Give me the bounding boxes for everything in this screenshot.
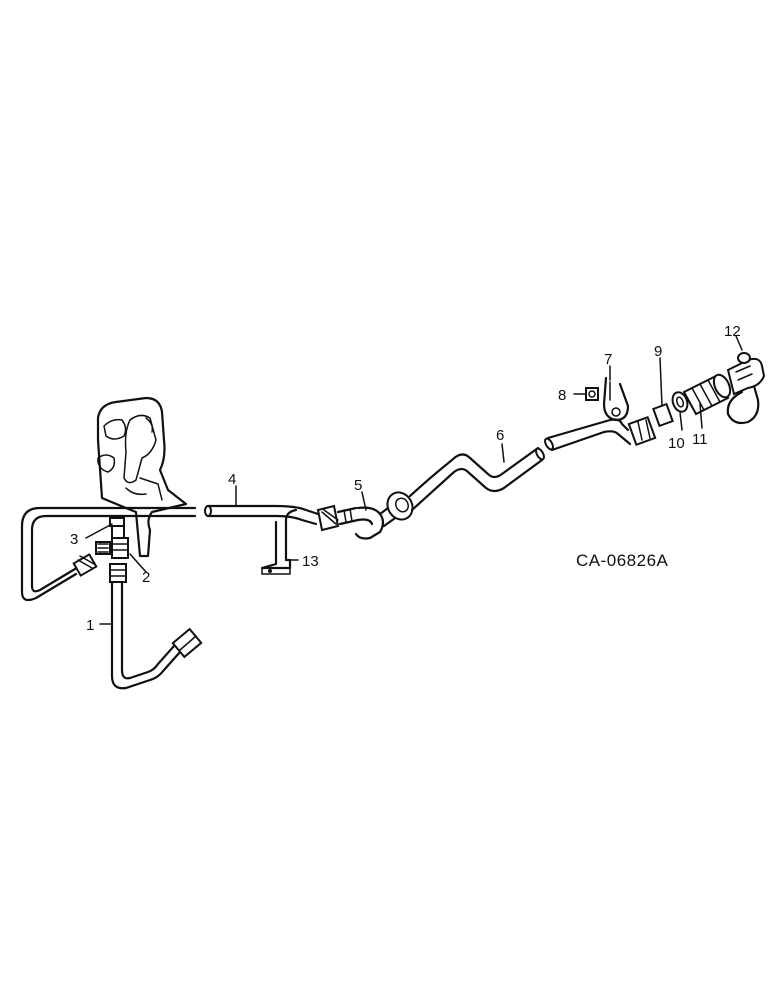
fitting-9	[627, 402, 674, 447]
callout-10: 10	[668, 435, 685, 452]
callout-9: 9	[654, 343, 662, 360]
callout-6: 6	[496, 427, 504, 444]
callout-2: 2	[142, 569, 150, 586]
nut-8	[585, 387, 599, 401]
callout-13: 13	[302, 553, 319, 570]
fitting-10	[671, 391, 689, 413]
tube-4	[204, 504, 320, 526]
bracket-13	[260, 508, 298, 575]
hose-6-fitting	[386, 491, 414, 521]
leader-lines	[85, 335, 743, 625]
hose-5	[316, 500, 400, 540]
clamp-7	[602, 376, 630, 422]
callout-1: 1	[86, 617, 94, 634]
drawing-code: CA-06826A	[576, 551, 669, 570]
tee-fitting-2	[95, 517, 129, 583]
tube-3	[20, 506, 197, 602]
callout-3: 3	[70, 531, 78, 548]
callout-12: 12	[724, 323, 741, 340]
pump-housing	[96, 396, 188, 558]
coupler-11	[682, 373, 732, 416]
callout-7: 7	[604, 351, 612, 368]
dust-cap-12	[726, 352, 766, 425]
callout-11: 11	[692, 431, 708, 448]
hose-6	[408, 418, 632, 512]
callout-5: 5	[354, 477, 362, 494]
callout-8: 8	[558, 387, 566, 404]
callout-4: 4	[228, 471, 236, 488]
tube-1	[110, 580, 203, 690]
